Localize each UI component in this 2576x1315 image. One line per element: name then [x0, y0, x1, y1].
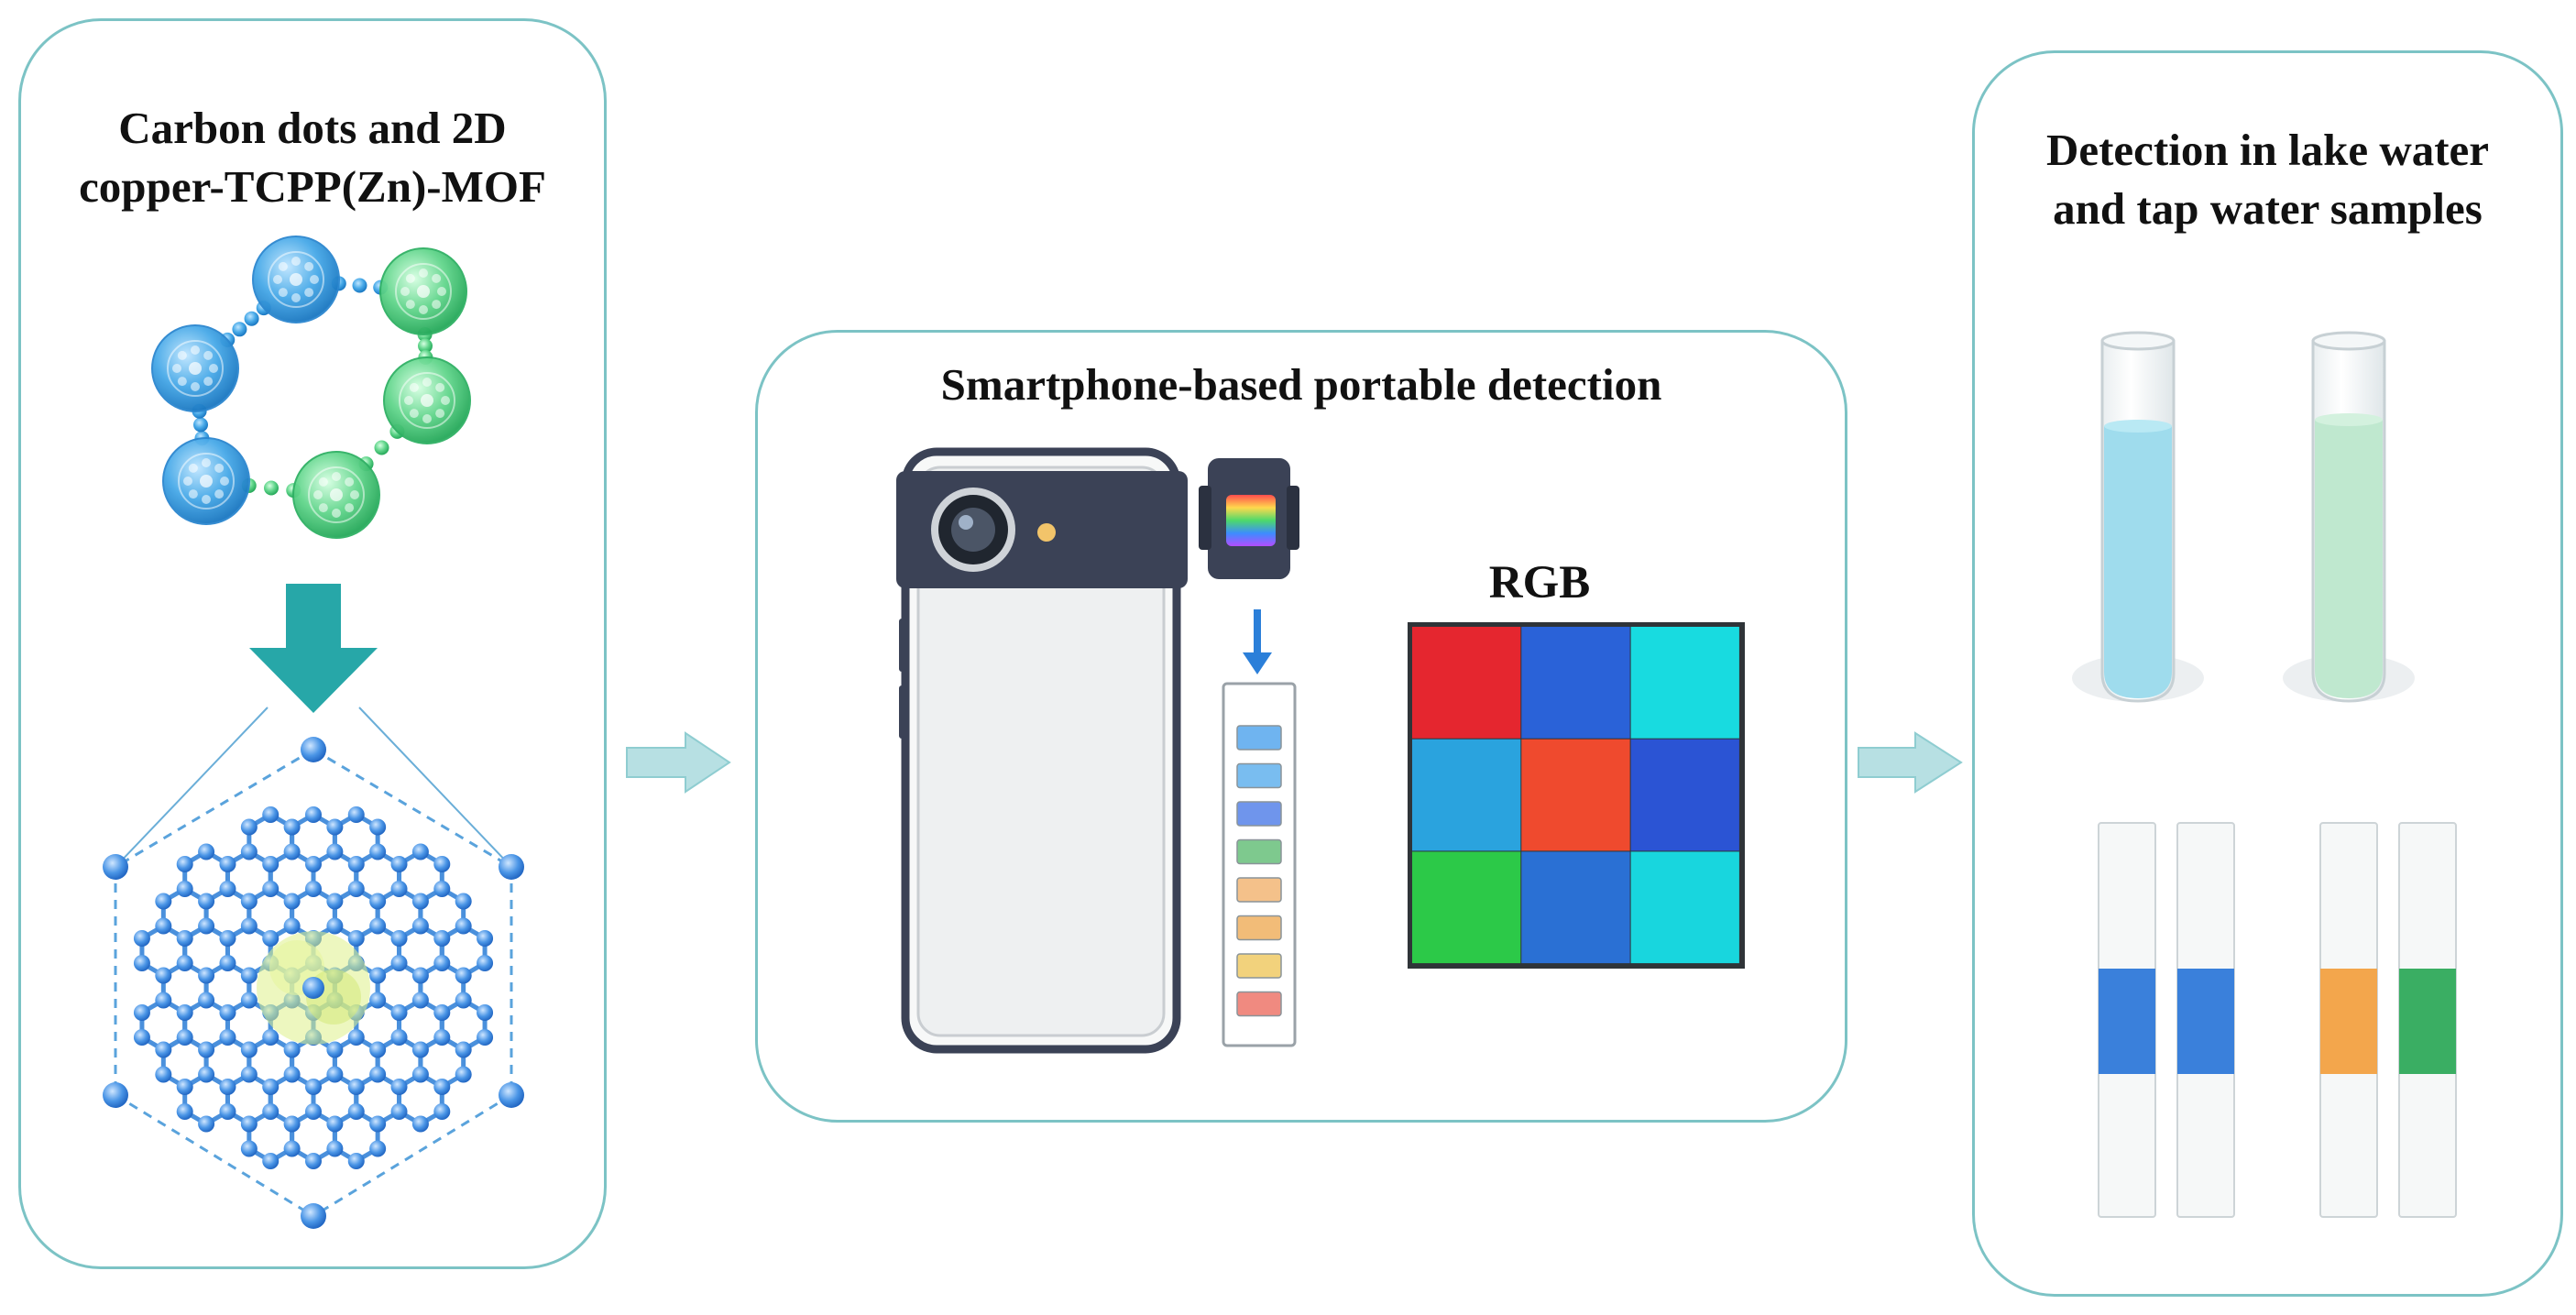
rgb-cell [1412, 627, 1521, 739]
down-arrow-icon [249, 584, 378, 713]
flow-arrow-icon [626, 731, 731, 794]
smartphone-icon [896, 447, 1188, 1054]
beaker-icon [2283, 331, 2415, 703]
mof-lattice-icon [103, 707, 524, 1229]
strip-pad [1236, 991, 1282, 1017]
rgb-cell [1630, 739, 1739, 851]
strip-pad [1236, 801, 1282, 827]
sample-title-line2: and tap water samples [2053, 183, 2483, 234]
rgb-grid [1408, 622, 1745, 969]
beaker-icon [2072, 331, 2204, 703]
test-strip-band [2177, 969, 2234, 1074]
test-strip-band [2320, 969, 2377, 1074]
rgb-cell [1521, 739, 1630, 851]
materials-title-line2: copper-TCPP(Zn)-MOF [79, 161, 546, 212]
strip-pad [1236, 762, 1282, 789]
rgb-cell [1412, 739, 1521, 851]
test-strip-icon [1222, 682, 1297, 1047]
smartphone-title: Smartphone-based portable detection [940, 359, 1662, 410]
sample-title-line1: Detection in lake water [2045, 125, 2490, 175]
phone-attachment-icon [1199, 458, 1299, 674]
strip-pad [1236, 838, 1282, 865]
rgb-label: RGB [1488, 557, 1591, 608]
strip-pad [1236, 877, 1282, 903]
strip-pad [1236, 953, 1282, 979]
rgb-cell [1630, 851, 1739, 964]
test-strip-band [2399, 969, 2456, 1074]
strip-pad [1236, 725, 1282, 751]
result-strips [2098, 822, 2457, 1218]
rgb-cell [1521, 627, 1630, 739]
test-strip-band [2099, 969, 2155, 1074]
sample-title: Detection in lake water and tap water sa… [1972, 121, 2563, 238]
strip-pad [1236, 915, 1282, 941]
materials-title: Carbon dots and 2D copper-TCPP(Zn)-MOF [18, 99, 607, 216]
rgb-cell [1412, 851, 1521, 964]
materials-title-line1: Carbon dots and 2D [118, 103, 507, 153]
rgb-cell [1630, 627, 1739, 739]
panel-sample-detection [1972, 50, 2563, 1297]
cd-molecule-icon [151, 236, 471, 539]
rgb-cell [1521, 851, 1630, 964]
flow-arrow-icon [1858, 731, 1963, 794]
